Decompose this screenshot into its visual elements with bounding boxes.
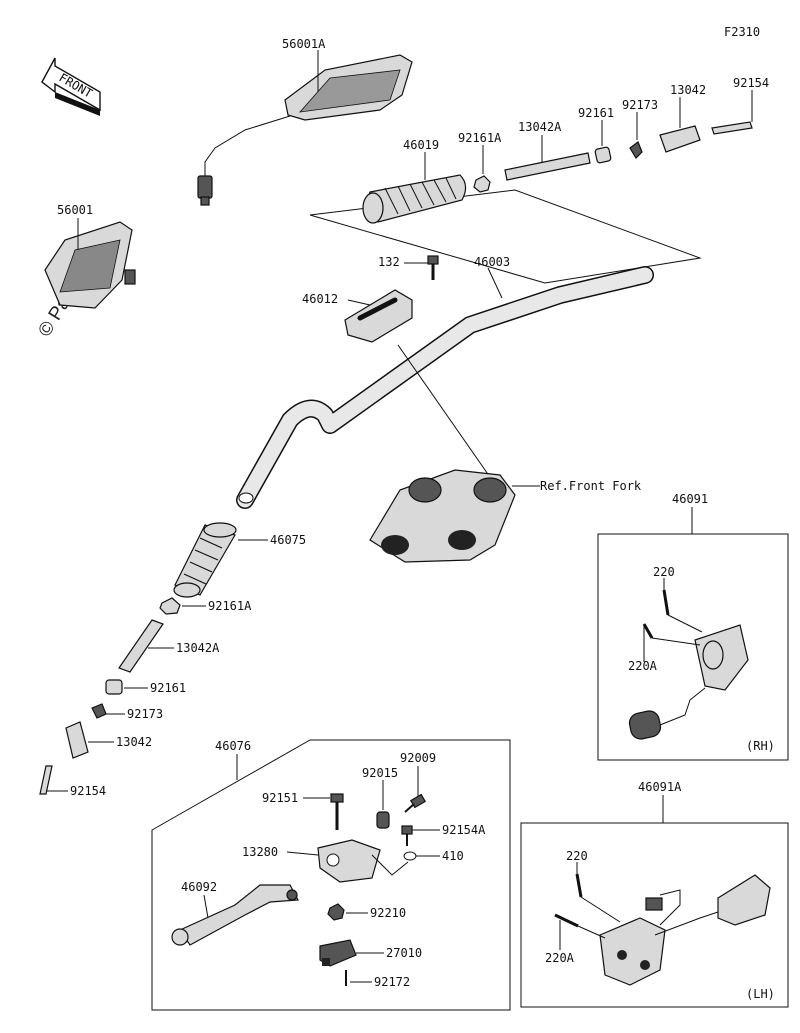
weight-13042-right [659, 125, 701, 153]
label-92154-top: 92154 [733, 76, 769, 90]
screw-220A-rh [642, 623, 654, 639]
label-132: 132 [378, 255, 400, 269]
screw-92154-right [711, 121, 753, 135]
bolt-92151-part [330, 793, 344, 830]
collar-92161-right [594, 146, 612, 164]
collar-92161-left [105, 679, 123, 695]
lh-switch-part [599, 874, 771, 986]
bracket-13280-part [317, 839, 381, 883]
figure-code: F2310 [724, 25, 760, 39]
screw-92154-left [39, 765, 53, 795]
label-13042-top: 13042 [670, 83, 706, 97]
nut-92210 [327, 903, 345, 921]
weight-13042-left [65, 721, 89, 759]
front-arrow-icon: FRONT [41, 57, 101, 116]
switch-27010-part [319, 939, 357, 967]
mirror-right-part [197, 54, 413, 206]
clip-92173-left [91, 703, 107, 719]
bolt-132-part [427, 255, 439, 280]
lever-46092-part [171, 884, 299, 946]
label-46075: 46075 [270, 533, 306, 547]
front-fork-clamp-part [369, 469, 516, 563]
label-220-rh: 220 [653, 565, 675, 579]
label-46076: 46076 [215, 739, 251, 753]
handlebar-part [236, 266, 654, 509]
lh-switch-box [520, 822, 789, 1008]
label-46003: 46003 [474, 255, 510, 269]
leader-46003 [487, 267, 503, 299]
screw-92009-part [404, 793, 427, 813]
screw-220A-lh [554, 913, 579, 928]
label-92161A-top: 92161A [458, 131, 502, 145]
oring-410 [403, 851, 417, 861]
rh-tag: (RH) [746, 739, 775, 753]
label-27010: 27010 [386, 946, 422, 960]
ref-front-fork-note: Ref.Front Fork [540, 479, 642, 493]
label-92151: 92151 [262, 791, 298, 805]
label-56001A: 56001A [282, 37, 326, 51]
label-46012: 46012 [302, 292, 338, 306]
label-46019: 46019 [403, 138, 439, 152]
label-92015: 92015 [362, 766, 398, 780]
left-grip-part [173, 522, 237, 598]
holder-46012-part [344, 289, 413, 343]
label-220A-lh: 220A [545, 951, 575, 965]
label-46091: 46091 [672, 492, 708, 506]
label-92173-left: 92173 [127, 707, 163, 721]
leader-46092 [203, 894, 209, 919]
label-410: 410 [442, 849, 464, 863]
lh-tag: (LH) [746, 987, 775, 1001]
label-92173-top: 92173 [622, 98, 658, 112]
label-92009: 92009 [400, 751, 436, 765]
screw-220-rh [662, 589, 670, 616]
label-92210: 92210 [370, 906, 406, 920]
label-13042A-left: 13042A [176, 641, 220, 655]
label-92161-left: 92161 [150, 681, 186, 695]
clip-92173-right [629, 141, 643, 159]
weight-rod-13042A-left [118, 619, 164, 673]
label-13042A-top: 13042A [518, 120, 562, 134]
label-92154A: 92154A [442, 823, 486, 837]
spacer-92015 [376, 811, 390, 829]
label-56001: 56001 [57, 203, 93, 217]
weight-rod-13042A-right [504, 152, 591, 181]
mirror-left-part [44, 221, 136, 309]
label-46091A: 46091A [638, 780, 682, 794]
leader-13280 [286, 851, 319, 856]
label-220-lh: 220 [566, 849, 588, 863]
label-13280: 13280 [242, 845, 278, 859]
leader-front-fork [397, 344, 493, 481]
nut-92161A-left [159, 597, 181, 615]
label-13042-left: 13042 [116, 735, 152, 749]
label-46092: 46092 [181, 880, 217, 894]
label-92154-left: 92154 [70, 784, 106, 798]
rh-switch-part [628, 624, 749, 740]
nut-92161A-right [473, 175, 491, 193]
bolt-92154A-part [401, 825, 413, 846]
label-220A-rh: 220A [628, 659, 658, 673]
screw-220-lh [575, 873, 583, 898]
right-grip-part [362, 174, 467, 224]
label-92172: 92172 [374, 975, 410, 989]
label-92161A-left: 92161A [208, 599, 252, 613]
lever-box [151, 739, 511, 1011]
rh-switch-box [597, 533, 789, 761]
leader-46012 [347, 299, 371, 306]
label-92161-top: 92161 [578, 106, 614, 120]
